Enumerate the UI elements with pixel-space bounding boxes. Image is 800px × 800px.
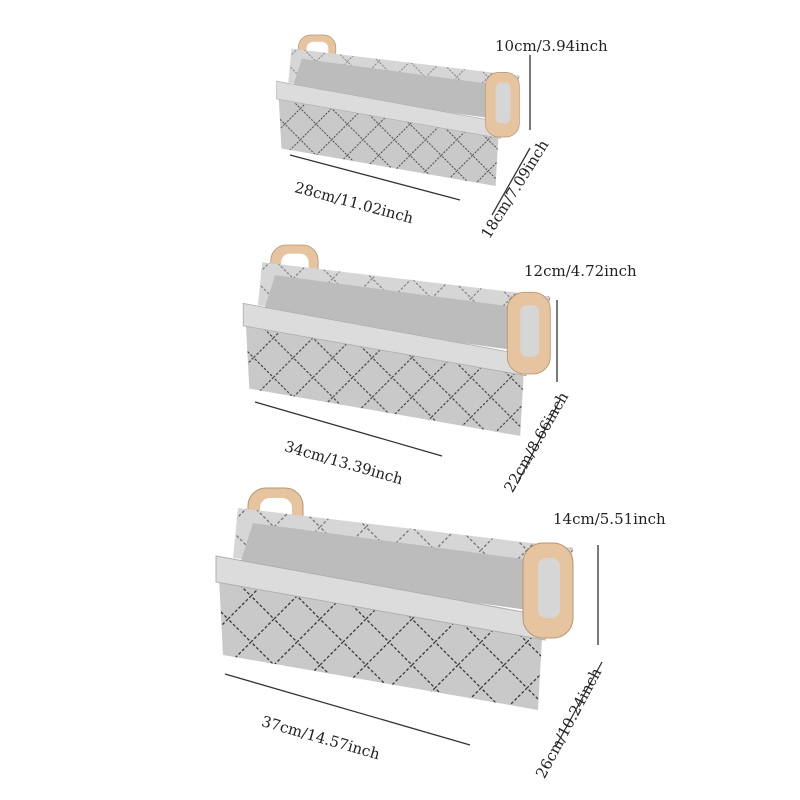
basket-medium	[242, 244, 551, 437]
dimension-lines	[224, 55, 603, 747]
large-height-label: 14cm/5.51inch	[553, 510, 666, 528]
basket-small	[276, 34, 520, 187]
basket-large	[215, 487, 574, 711]
small-height-label: 10cm/3.94inch	[495, 37, 608, 55]
medium-height-label: 12cm/4.72inch	[524, 262, 637, 280]
